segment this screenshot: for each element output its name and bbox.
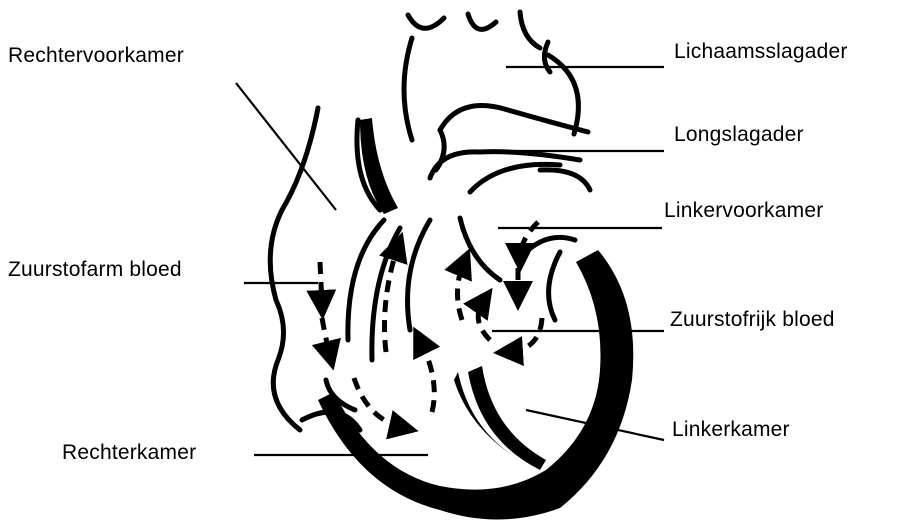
label-longslagader: Longslagader [674,123,804,147]
arrow-deoxygenated-ventricle [354,378,404,428]
arrow-oxygenated-ventricle [508,318,542,352]
arrow-oxygenated-out [457,262,464,320]
label-rechterkamer: Rechterkamer [62,441,196,465]
leader-line-rechtervoorkamer [236,83,336,210]
heart-wall [318,118,633,520]
arrow-deoxygenated-up [420,340,434,412]
label-lichaamsslagader: Lichaamsslagader [674,40,848,64]
label-zuurstofarm-bloed: Zuurstofarm bloed [8,258,182,282]
arrow-deoxygenated-entry [320,262,322,305]
arrow-oxygenated-up [478,300,490,340]
label-linkerkamer: Linkerkamer [672,418,790,442]
label-zuurstofrijk-bloed: Zuurstofrijk bloed [670,308,835,332]
label-rechtervoorkamer: Rechtervoorkamer [8,44,184,68]
label-linkervoorkamer: Linkervoorkamer [664,199,823,223]
blood-flow-arrows [320,222,542,428]
arrow-deoxygenated-atrium [322,318,330,356]
